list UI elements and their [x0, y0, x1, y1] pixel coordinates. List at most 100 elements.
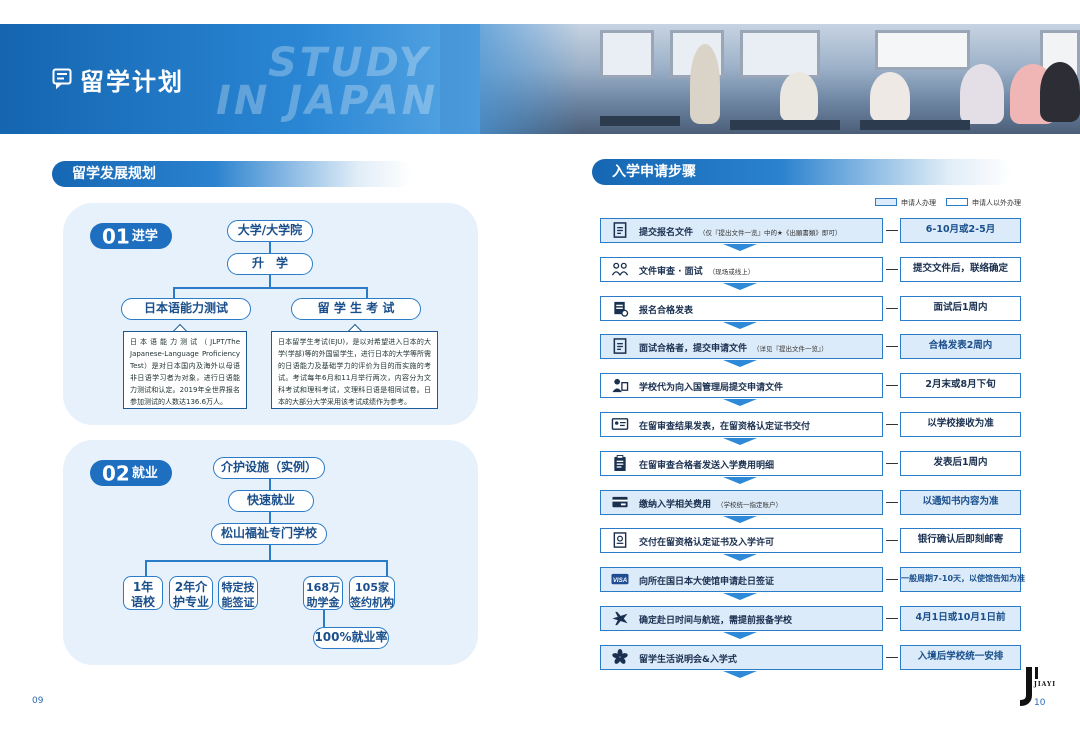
jiayi-logo	[1019, 667, 1038, 706]
step-timing: 以学校接收为准	[900, 412, 1021, 437]
box-care-major: 2年介 护专业	[169, 576, 213, 610]
eju-description: 日本留学生考试(EJU)，是以对希望进入日本的大学(学部)等的外国留学生，进行日…	[271, 331, 438, 409]
step-label: 面试合格者，提交申请文件（详见『提出文件一览』）	[639, 344, 828, 355]
step-label: 留学生活说明会&入学式	[639, 654, 737, 665]
step-note: （仅『提出文件一览』中的★《出願書類》即可）	[699, 229, 842, 237]
step-note: （学校统一指定账户）	[717, 500, 783, 509]
step-row: 留学生活说明会&入学式	[600, 644, 883, 670]
interview-icon	[611, 262, 629, 276]
step-row: 在留审查结果发表，在留资格认定证书交付	[600, 412, 883, 437]
pill-care-facility: 介护设施（实例）	[213, 457, 325, 479]
step-arrow	[723, 476, 757, 484]
step-row: 报名合格发表	[600, 295, 883, 321]
step-row: 学校代为向入国管理局提交申请文件	[600, 373, 883, 399]
step-timing: 面试后1周内	[900, 295, 1021, 321]
legend-other: 申请人以外办理	[972, 199, 1021, 207]
legend-swatch-applicant	[875, 198, 897, 206]
pill-advance: 升 学	[227, 253, 313, 275]
step-note: （详见『提出文件一览』）	[753, 345, 828, 354]
step-row: 文件审查 · 面试（现场或线上）	[600, 256, 883, 282]
step-arrow	[723, 515, 757, 523]
step-row: 面试合格者，提交申请文件（详见『提出文件一览』）	[600, 334, 883, 360]
watermark-study: STUDY	[268, 40, 431, 86]
step-arrow	[723, 244, 757, 251]
step-arrow	[723, 554, 757, 562]
certificate-icon	[613, 532, 627, 549]
page-number-right: 10	[1034, 698, 1046, 708]
step-row: 在留审查合格者发送入学费用明细	[600, 450, 883, 476]
header-banner: 留学计划 STUDY IN JAPAN	[0, 24, 1080, 134]
step-timing: 4月1日或10月1日前	[900, 606, 1021, 631]
airplane-icon	[612, 611, 628, 626]
page-title: 留学计划	[80, 68, 184, 96]
pill-employment-rate: 100%就业率	[313, 627, 389, 649]
step-note: （现场或线上）	[708, 267, 755, 276]
pill-jlpt: 日本语能力测试	[121, 298, 251, 320]
step-arrow	[723, 399, 757, 407]
note-icon	[52, 68, 72, 90]
step-label: 学校代为向入国管理局提交申请文件	[639, 383, 784, 394]
step-label: 提交报名文件（仅『提出文件一览』中的★《出願書類》即可）	[639, 228, 842, 238]
step-label: 向所在国日本大使馆申请赴日签证	[639, 577, 775, 588]
pill-fast-employment: 快速就业	[228, 490, 314, 512]
step-arrow	[723, 282, 757, 290]
step-timing: 2月末或8月下旬	[900, 373, 1021, 399]
step-timing: 发表后1周内	[900, 450, 1021, 476]
step-label: 在留审查结果发表，在留资格认定证书交付	[639, 422, 811, 432]
step-timing: 银行确认后即刻邮寄	[900, 528, 1021, 554]
step-arrow	[723, 593, 757, 601]
box-partner-organizations: 105家 签约机构	[349, 576, 395, 610]
step-arrow	[723, 360, 757, 368]
step-label: 文件审查 · 面试（现场或线上）	[639, 266, 755, 277]
pill-university: 大学/大学院	[227, 220, 313, 242]
step-timing: 提交文件后，联络确定	[900, 256, 1021, 282]
pill-eju: 留 学 生 考 试	[291, 298, 421, 320]
payment-icon	[612, 496, 628, 507]
section-header-plan: 留学发展规划	[52, 161, 412, 187]
step-row: 提交报名文件（仅『提出文件一览』中的★《出願書類》即可）	[600, 218, 883, 243]
document-icon	[613, 222, 627, 238]
svg-text:VISA: VISA	[613, 577, 627, 584]
step-arrow	[723, 632, 757, 639]
step-timing: 一般周期7-10天，以使馆告知为准	[900, 567, 1025, 593]
box-language-school: 1年 语校	[123, 576, 163, 610]
logo-text: JIAYI	[1034, 681, 1057, 688]
visa-icon: VISA	[611, 574, 629, 585]
step-row: 交付在留资格认定证书及入学许可	[600, 528, 883, 554]
announce-icon	[614, 301, 629, 317]
step-timing: 入境后学校统一安排	[900, 644, 1021, 670]
clipboard-icon	[614, 454, 626, 471]
id-card-icon	[611, 418, 629, 430]
box-scholarship: 168万 助学金	[303, 576, 343, 610]
step-row: VISA 向所在国日本大使馆申请赴日签证	[600, 567, 883, 593]
legend-applicant: 申请人办理	[901, 199, 936, 207]
step-row: 确定赴日时间与航班，需提前报备学校	[600, 606, 883, 631]
watermark-in-japan: IN JAPAN	[216, 78, 439, 124]
step-arrow	[723, 670, 757, 678]
classroom-photo	[480, 24, 1080, 134]
page-number-left: 09	[32, 696, 44, 706]
submit-icon	[612, 379, 629, 393]
step-label: 报名合格发表	[639, 305, 694, 316]
pill-school-name: 松山福祉专门学校	[211, 523, 327, 545]
sakura-icon	[612, 648, 628, 664]
step-arrow	[723, 321, 757, 329]
step-label: 交付在留资格认定证书及入学许可	[639, 538, 775, 549]
step-arrow	[723, 438, 757, 445]
legend-swatch-other	[946, 198, 968, 206]
step-row: 缴纳入学相关费用（学校统一指定账户）	[600, 489, 883, 515]
step-timing: 以通知书内容为准	[900, 489, 1021, 515]
step-label: 确定赴日时间与航班，需提前报备学校	[639, 616, 793, 626]
step-timing: 合格发表2周内	[900, 334, 1021, 360]
document-icon	[613, 338, 627, 355]
step-timing: 6-10月或2-5月	[900, 218, 1021, 243]
jlpt-description: 日本语能力测试（JLPT/The Japanese-Language Profi…	[123, 331, 247, 409]
step-label: 在留审查合格者发送入学费用明细	[639, 460, 775, 471]
section-header-steps: 入学申请步骤	[592, 159, 1012, 185]
box-specified-skill-visa: 特定技 能签证	[218, 576, 258, 610]
